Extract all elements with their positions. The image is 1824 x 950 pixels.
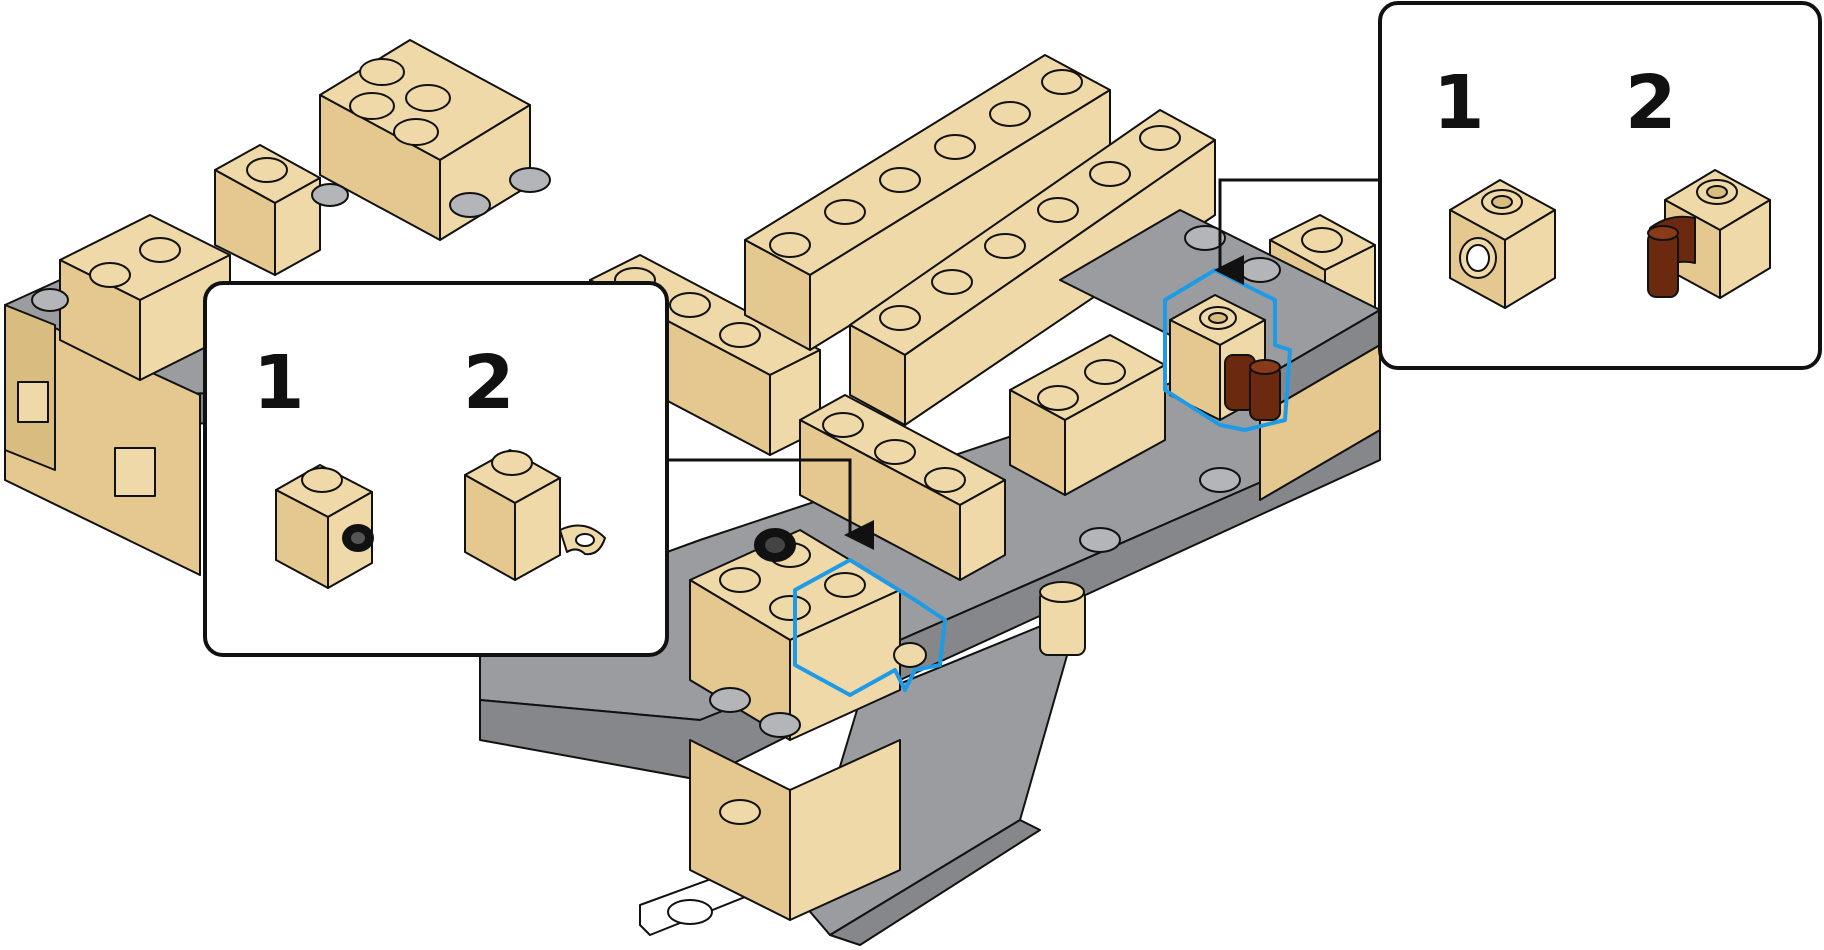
technic-brick-1x1-with-hole-icon: [1449, 179, 1556, 309]
tan-hinge-cylinder: [1039, 581, 1086, 656]
callout-right-step-2-number: 2: [1625, 60, 1677, 146]
callout-pointer-left: [668, 458, 874, 550]
brick-1x1-with-clip-icon: [464, 449, 606, 581]
brick-1x1-with-side-stud-icon: [275, 464, 374, 589]
tan-brick-1x2-bottom: [689, 739, 901, 921]
callout-right-box: [1378, 1, 1822, 370]
brick-1x1-with-brown-pin-icon: [1647, 169, 1771, 299]
callout-left-step-1-number: 1: [253, 340, 305, 426]
tan-brick-2x2-top: [319, 39, 531, 241]
tan-brick-1x3-front: [1009, 334, 1166, 496]
gray-studs-left: [31, 167, 551, 312]
callout-right: 1 2: [1378, 1, 1822, 370]
highlight-new-part-left: [793, 558, 947, 697]
highlight-new-part-right: [1163, 268, 1292, 432]
lego-model: [4, 39, 1381, 946]
tan-brick-2x2-front: [689, 529, 901, 741]
callout-pointer-right: [1214, 178, 1380, 285]
callout-right-step-1-number: 1: [1433, 60, 1485, 146]
callout-left-box: [203, 281, 669, 657]
callout-left-step-2-number: 2: [463, 340, 515, 426]
black-side-stud: [754, 528, 796, 562]
brown-pin: [1224, 354, 1281, 421]
callout-left: 1 2: [203, 281, 669, 657]
tan-brick-1x6-back: [744, 54, 1111, 351]
tan-brick-1x1-left-top: [214, 144, 321, 276]
tan-brick-2x2-left: [59, 214, 231, 381]
tan-brick-1x6-middle: [849, 109, 1216, 426]
